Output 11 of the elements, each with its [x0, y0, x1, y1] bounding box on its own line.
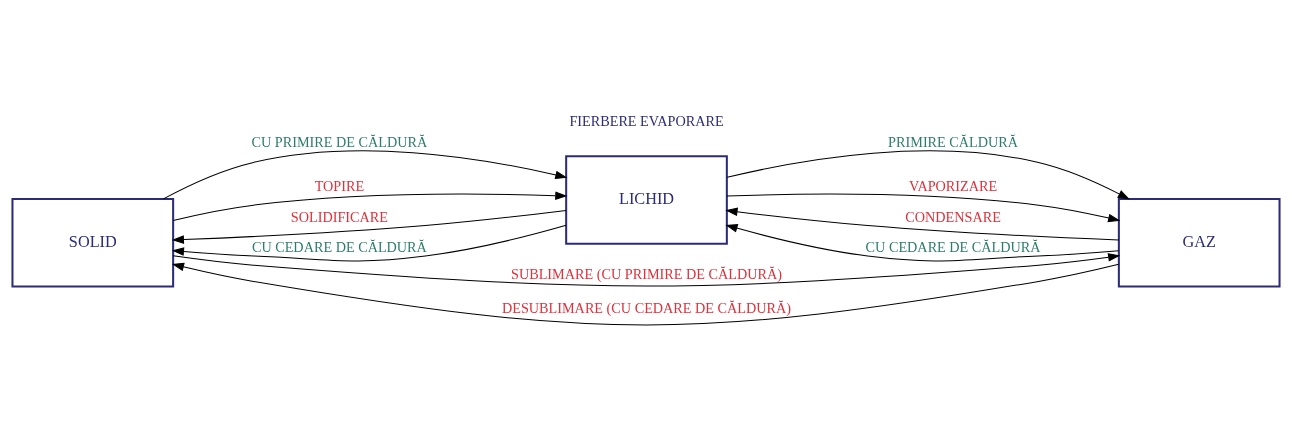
edge-label: DESUBLIMARE (CU CEDARE DE CĂLDURĂ): [501, 300, 792, 317]
label: FIERBERE EVAPORARE: [569, 112, 724, 129]
edge-label: VAPORIZARE: [908, 178, 998, 195]
edge-label: TOPIRE: [314, 178, 365, 195]
edge-label: PRIMIRE CĂLDURĂ: [888, 134, 1019, 151]
edge-label: CU CEDARE DE CĂLDURĂ: [865, 239, 1041, 256]
edge-label: CU PRIMIRE DE CĂLDURĂ: [251, 134, 428, 151]
edge-label: CONDENSARE: [905, 208, 1001, 225]
edge-label: CU CEDARE DE CĂLDURĂ: [251, 239, 427, 256]
edge-label: SUBLIMARE (CU PRIMIRE DE CĂLDURĂ): [511, 265, 782, 282]
edge-label: SOLIDIFICARE: [290, 208, 388, 225]
